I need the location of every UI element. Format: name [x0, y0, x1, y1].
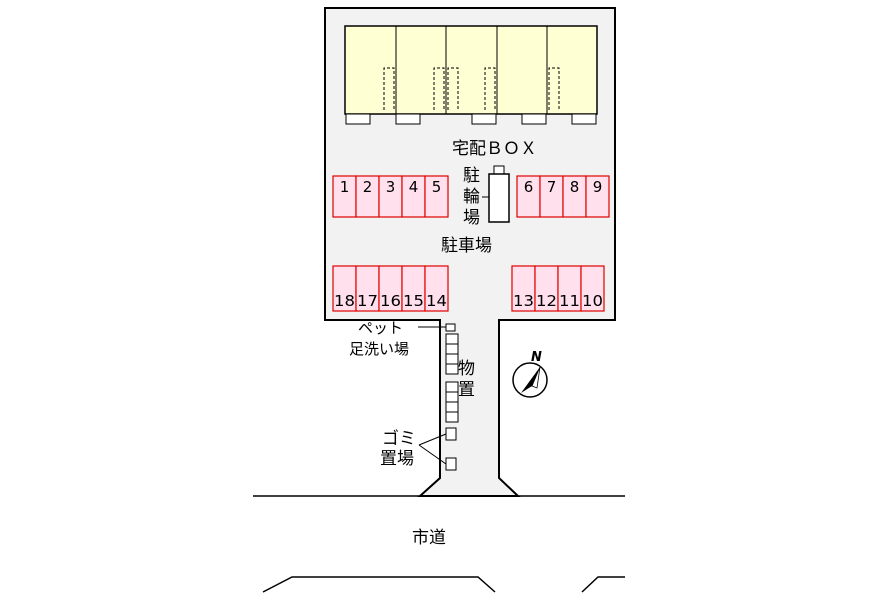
parking-number-3: 3	[386, 178, 396, 196]
bicycle-parking-label-3: 場	[463, 208, 480, 228]
parking-number-7: 7	[547, 178, 557, 196]
apartment-building	[344, 25, 598, 125]
parking-number-18: 18	[334, 292, 355, 310]
parking-number-1: 1	[340, 178, 350, 196]
city-road-label: 市道	[412, 528, 446, 548]
parking-space-14	[424, 265, 449, 312]
garbage-label-2: 置場	[380, 449, 414, 469]
parking-number-6: 6	[524, 178, 534, 196]
parking-number-13: 13	[513, 292, 534, 310]
storage-label-1: 物	[458, 359, 475, 379]
garbage-leader-2	[418, 444, 447, 465]
parking-number-9: 9	[593, 178, 603, 196]
parking-number-8: 8	[570, 178, 580, 196]
road-edge-bottom-right	[581, 576, 625, 593]
delivery-box	[493, 165, 505, 175]
bicycle-parking-area	[488, 173, 510, 223]
parking-number-12: 12	[536, 292, 557, 310]
parking-number-10: 10	[582, 292, 603, 310]
bicycle-parking-label-2: 輪	[463, 187, 480, 207]
parking-number-14: 14	[426, 292, 447, 310]
parking-number-17: 17	[357, 292, 378, 310]
parking-space-10	[580, 265, 605, 312]
north-label: N	[531, 350, 542, 365]
pet-wash-label-1: ペット	[358, 319, 403, 337]
garbage-area-2	[445, 457, 457, 471]
parking-number-5: 5	[432, 178, 442, 196]
parking-number-16: 16	[380, 292, 401, 310]
garbage-leader-1	[418, 433, 447, 446]
delivery-box-label: 宅配ＢＯＸ	[452, 139, 537, 159]
parking-number-11: 11	[559, 292, 580, 310]
north-compass-icon: N	[512, 350, 548, 398]
garbage-label-1: ゴミ	[382, 428, 416, 449]
storage-units	[445, 323, 459, 423]
bicycle-parking-label-1: 駐	[463, 166, 480, 186]
storage-label-2: 置	[458, 380, 475, 400]
parking-space-9	[585, 175, 610, 218]
parking-number-4: 4	[409, 178, 419, 196]
parking-number-2: 2	[363, 178, 373, 196]
pet-wash-label-2: 足洗い場	[349, 340, 409, 358]
road-edge-bottom-left	[262, 576, 496, 593]
parking-lot-label: 駐車場	[441, 236, 492, 256]
garbage-area-1	[445, 427, 457, 441]
parking-number-15: 15	[403, 292, 424, 310]
parking-space-5	[424, 175, 449, 218]
